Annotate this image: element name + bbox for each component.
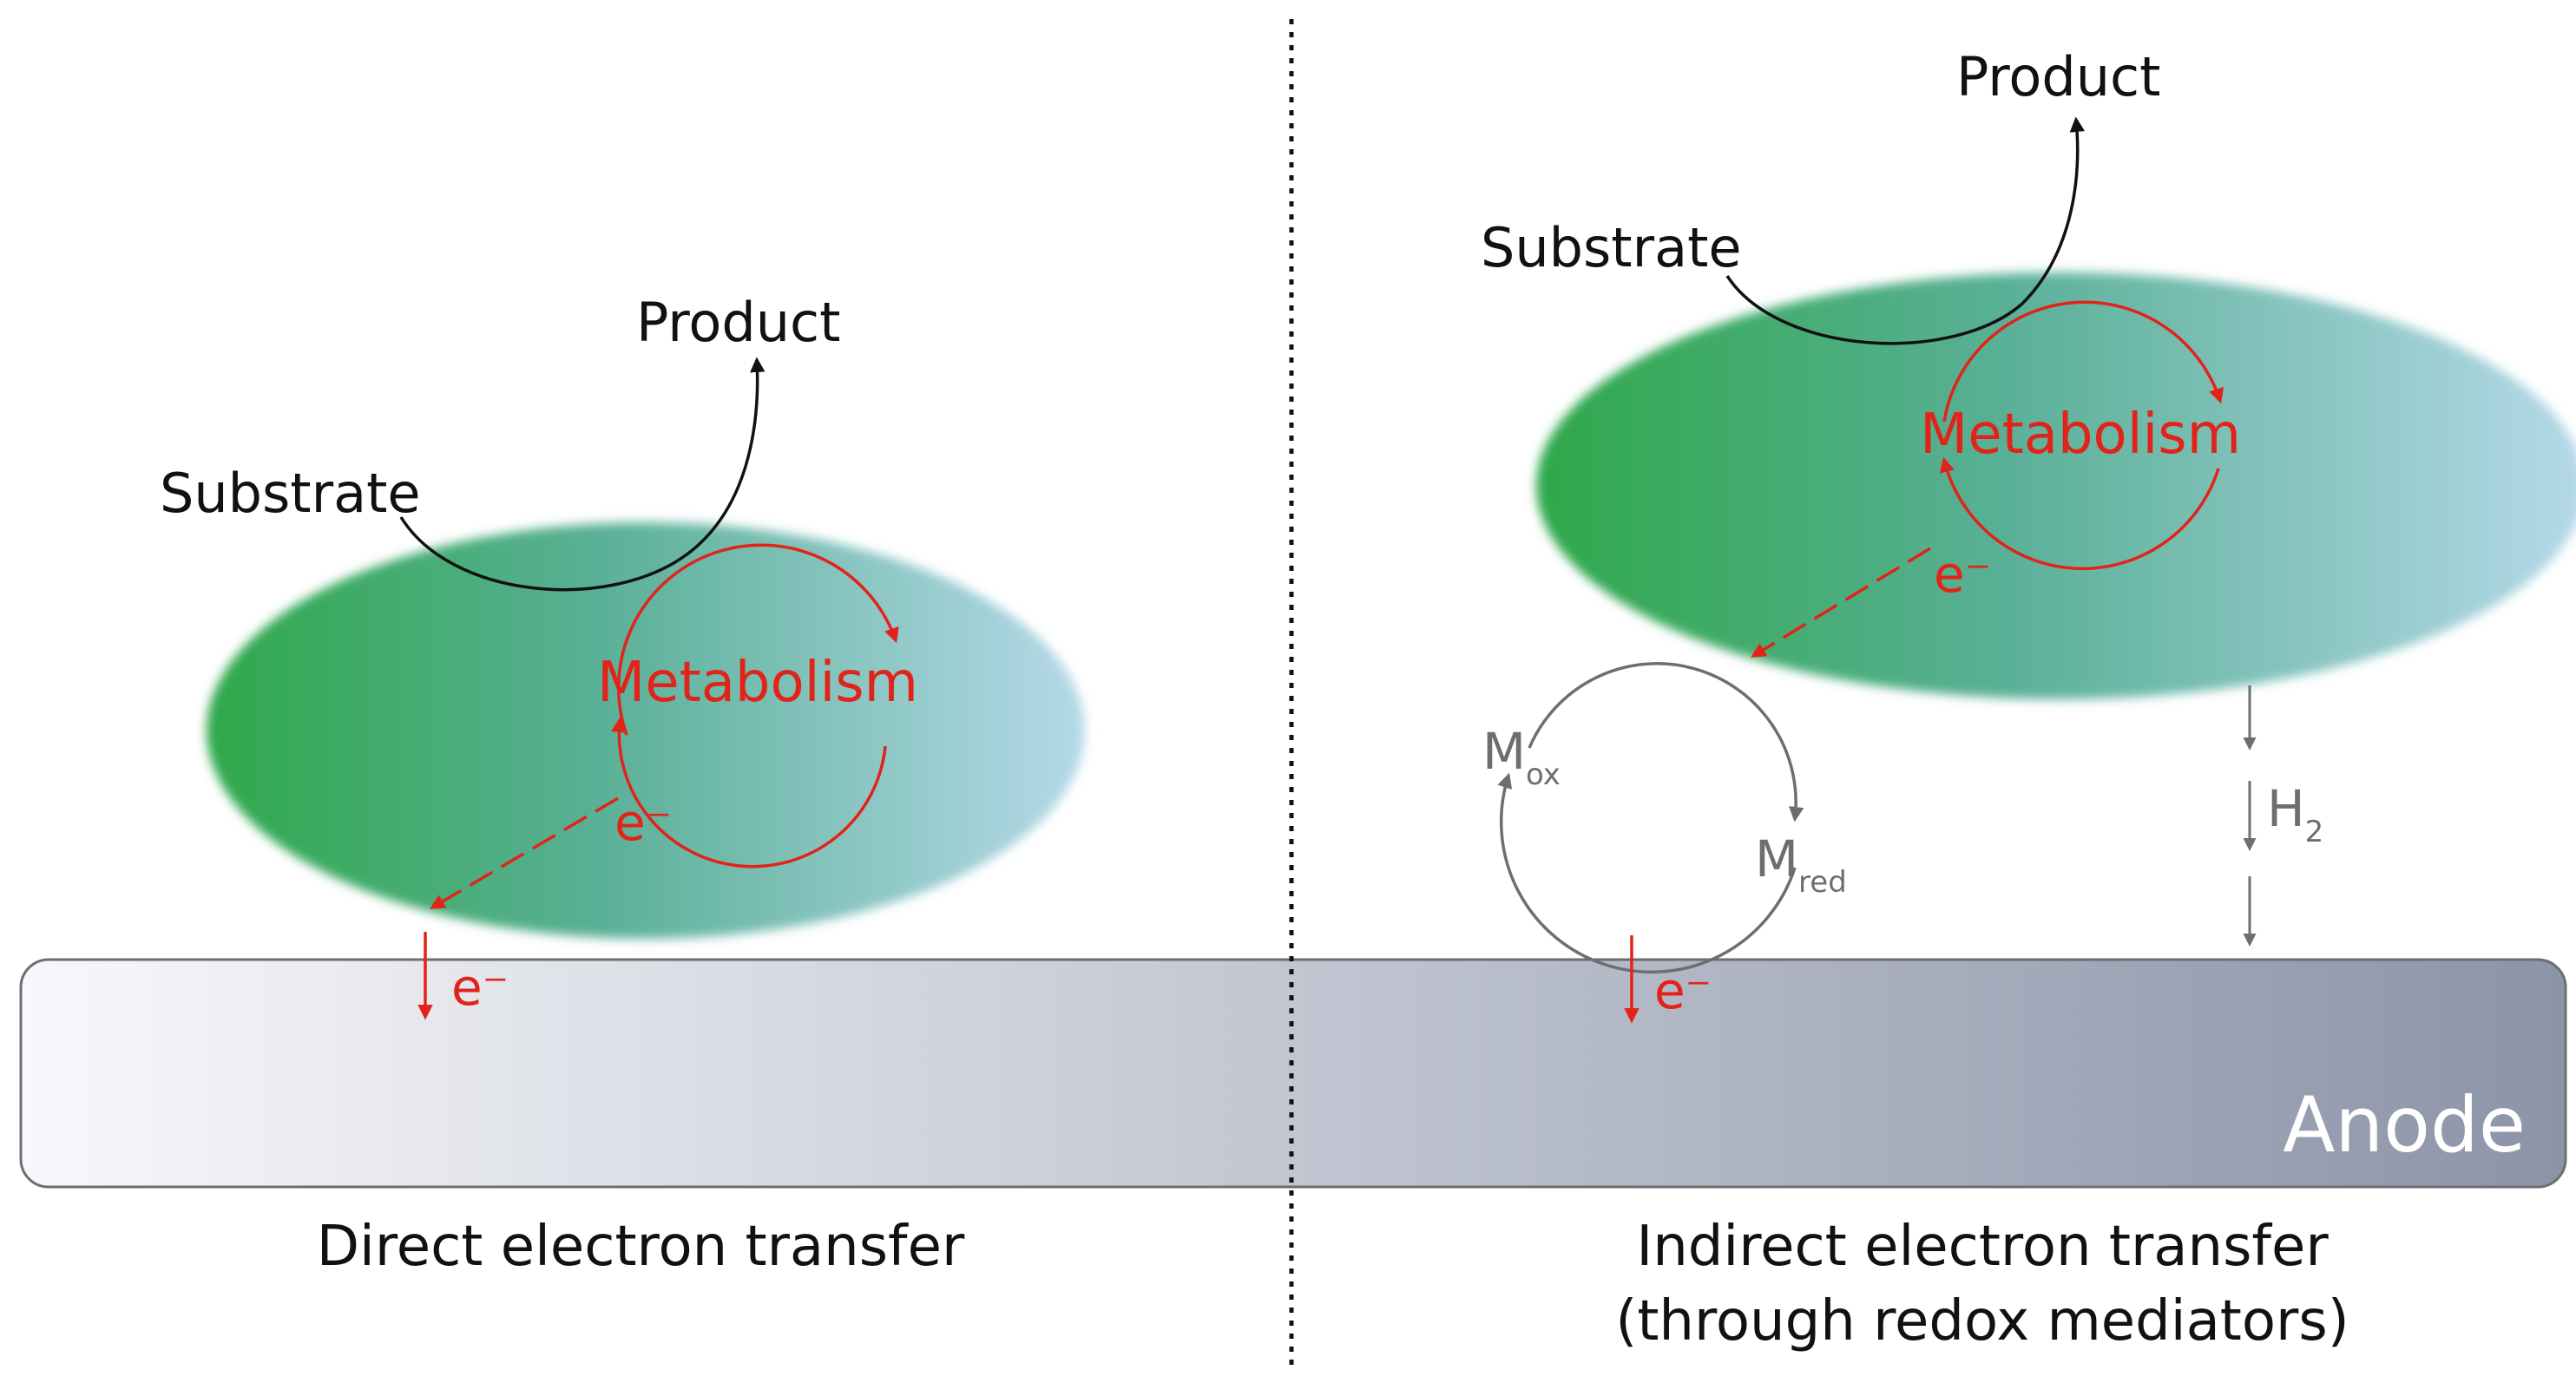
hydrogen-label: H2 — [2267, 779, 2323, 849]
right-metabolism-label: Metabolism — [1920, 403, 2241, 467]
right-substrate-to-product-arrow — [1725, 116, 2086, 345]
right-product-label: Product — [1956, 45, 2160, 108]
left-panel: Substrate Product Metabolism e⁻ e⁻ Direc… — [160, 291, 1085, 1279]
right-metabolism-cycle-arrow-bottom — [1939, 456, 2220, 571]
mediator-ox-main: M — [1482, 722, 1526, 781]
left-substrate-to-product-arrow — [399, 357, 766, 592]
right-substrate-label: Substrate — [1481, 216, 1742, 279]
mediator-cycle-arrow-top — [1528, 662, 1804, 823]
right-cell-electron-label: e⁻ — [1934, 545, 1991, 604]
left-metabolism-label: Metabolism — [597, 651, 918, 715]
mediator-reduced-label: Mred — [1755, 829, 1847, 900]
left-metabolism-cycle-arrow-bottom — [610, 717, 887, 868]
hydrogen-main: H — [2267, 779, 2305, 838]
left-anode-electron-label: e⁻ — [451, 958, 509, 1017]
right-bacterial-cell — [1536, 272, 2576, 699]
mediator-oxidized-label: Mox — [1482, 722, 1561, 792]
anode-label: Anode — [2283, 1080, 2526, 1170]
right-caption-line2: (through redox mediators) — [1615, 1289, 2349, 1354]
left-metabolism-cycle-arrow-top — [616, 543, 899, 736]
left-bacterial-cell — [207, 522, 1085, 939]
left-cell-electron-label: e⁻ — [614, 793, 672, 852]
right-panel: Substrate Product Metabolism e⁻ Mox Mred… — [1481, 45, 2576, 1354]
mediator-red-main: M — [1755, 829, 1798, 888]
left-product-label: Product — [636, 291, 840, 354]
right-caption-line1: Indirect electron transfer — [1636, 1215, 2329, 1279]
left-substrate-label: Substrate — [160, 462, 421, 525]
hydrogen-sub: 2 — [2305, 815, 2324, 849]
right-anode-electron-label: e⁻ — [1654, 961, 1712, 1020]
mediator-red-sub: red — [1798, 865, 1847, 900]
mediator-ox-sub: ox — [1526, 757, 1561, 792]
mediator-cycle-arrow-bottom — [1497, 772, 1797, 974]
right-metabolism-cycle-arrow-top — [1942, 300, 2224, 423]
left-caption: Direct electron transfer — [317, 1215, 965, 1279]
